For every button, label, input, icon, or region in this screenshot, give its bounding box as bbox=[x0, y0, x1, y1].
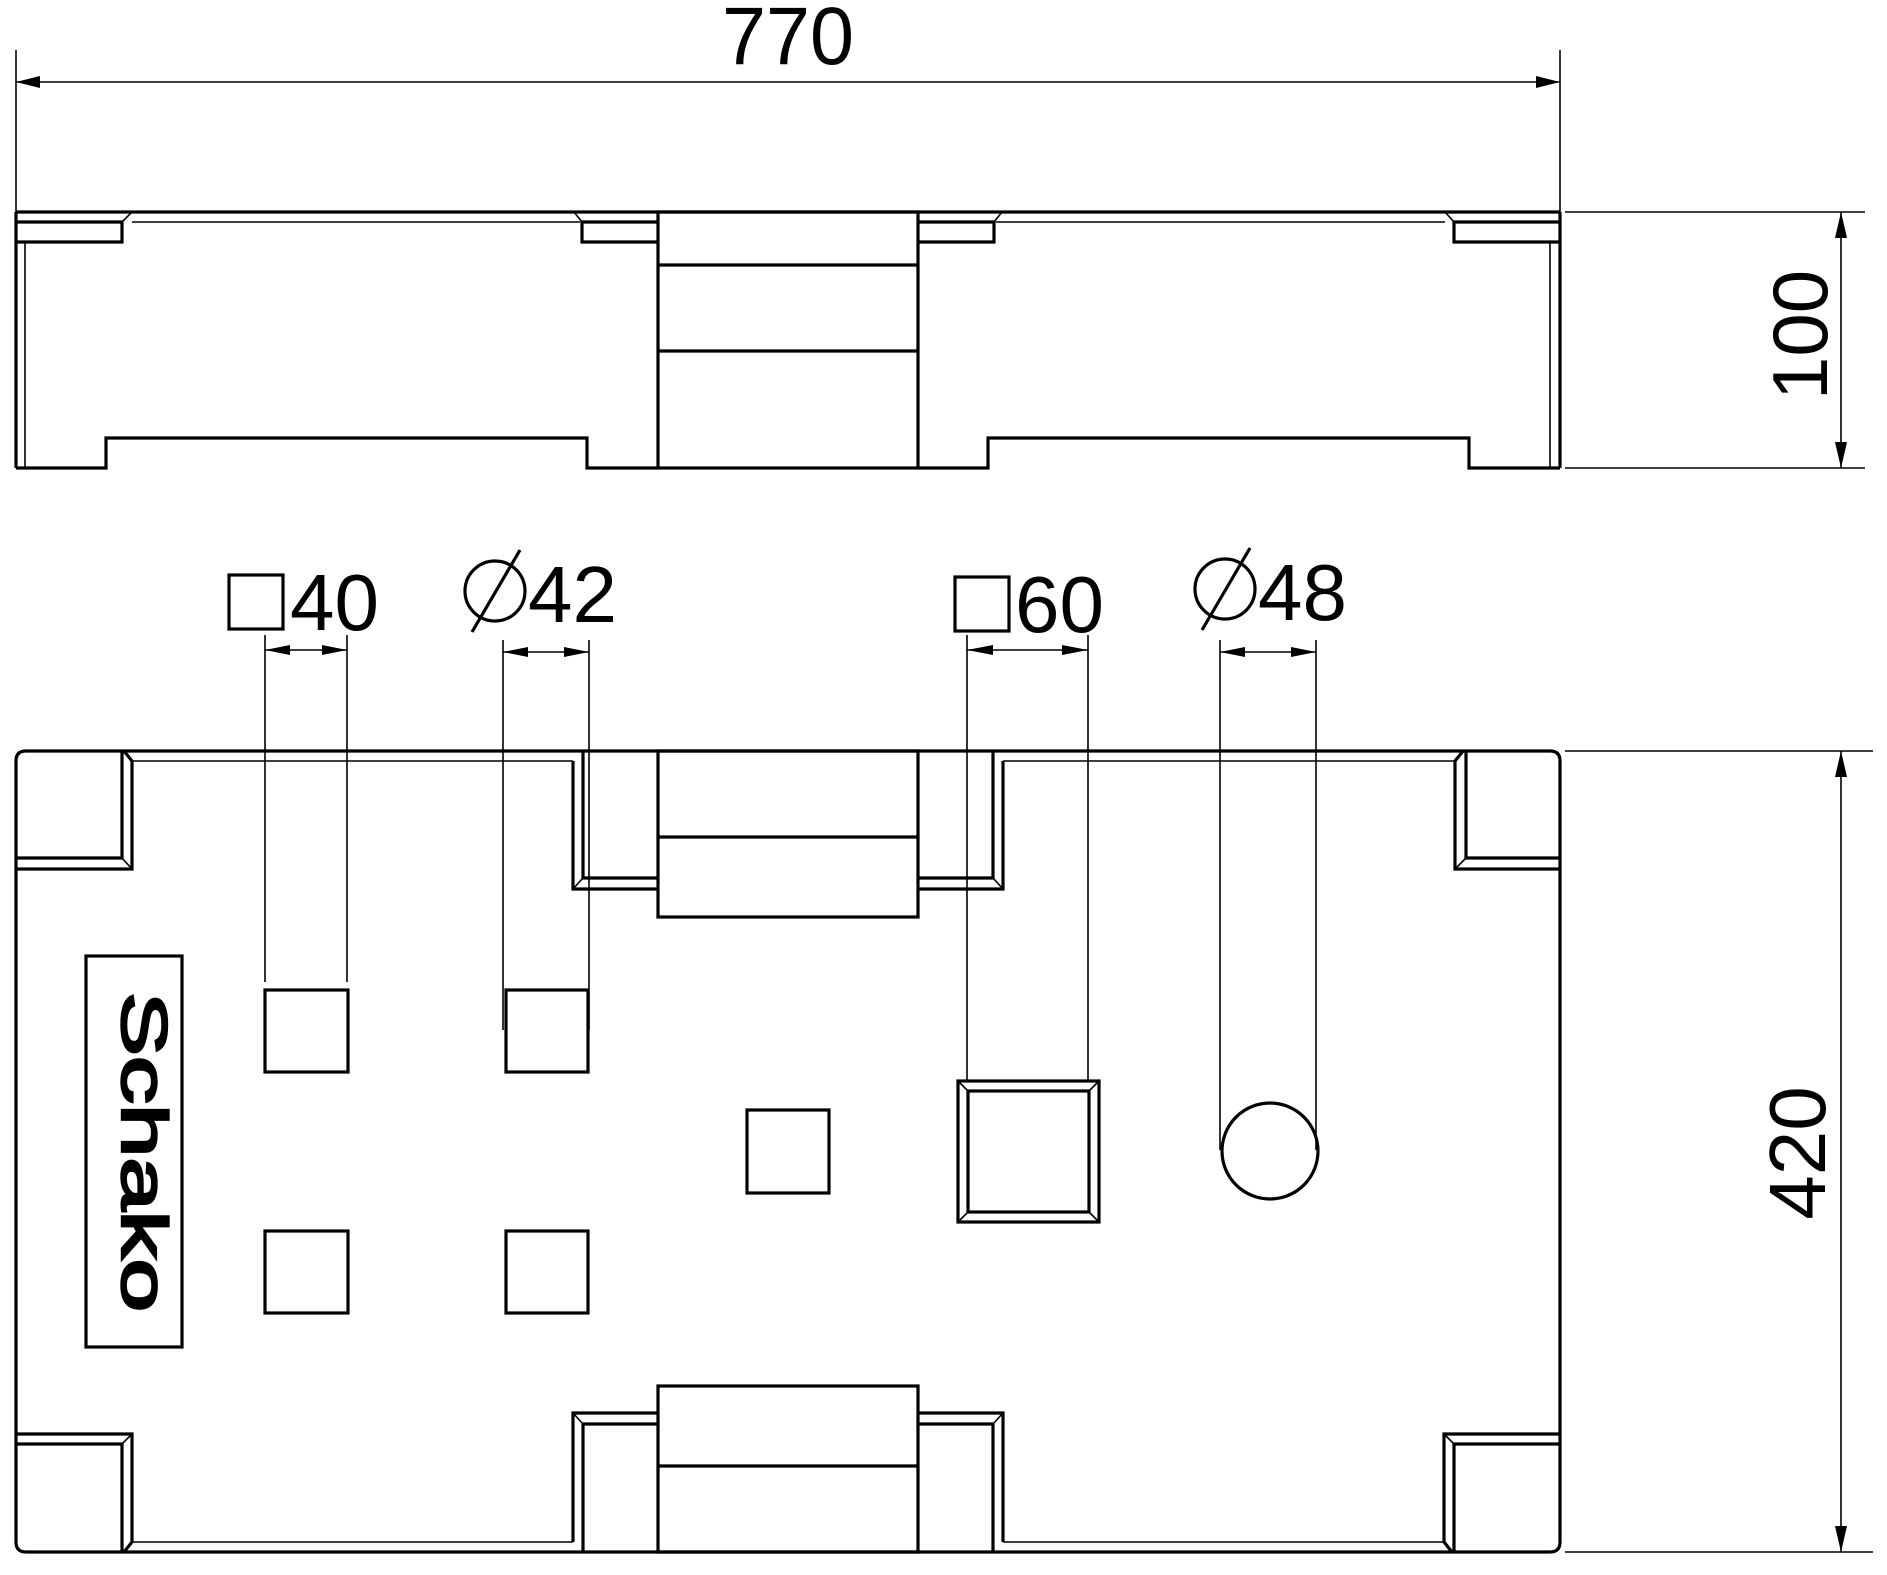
slot-top-center bbox=[571, 749, 1005, 919]
hole-grid bbox=[263, 988, 831, 1315]
arrow-up-icon bbox=[1835, 212, 1847, 238]
corner-block-top-right bbox=[1453, 750, 1560, 871]
square-hole bbox=[504, 988, 590, 1074]
arrow-right-icon bbox=[1536, 76, 1560, 88]
dimension-depth: 420 bbox=[1565, 750, 1873, 1553]
arrow-down-icon bbox=[1835, 442, 1847, 468]
logo-plate: Schako bbox=[84, 954, 184, 1349]
callout-label-60: 60 bbox=[1015, 560, 1104, 649]
center-block-bottom bbox=[656, 1384, 920, 1554]
square-hole bbox=[504, 1229, 590, 1315]
corner-block-top-left bbox=[16, 750, 134, 871]
square-hole bbox=[263, 1229, 350, 1315]
dimension-label-420: 420 bbox=[1753, 1086, 1842, 1219]
callout-label-40: 40 bbox=[290, 558, 379, 647]
side-view: 770 bbox=[14, 0, 1865, 470]
square-hole bbox=[263, 988, 350, 1074]
dimension-label-100: 100 bbox=[1756, 270, 1844, 400]
plan-outline bbox=[14, 749, 1562, 1554]
callout-diameter-48: 48 bbox=[1193, 547, 1347, 1150]
plan-view: 40 42 60 bbox=[14, 547, 1873, 1554]
arrow-left-icon bbox=[16, 76, 40, 88]
dimension-width: 770 bbox=[15, 0, 1561, 212]
round-hole-48 bbox=[1220, 1101, 1320, 1201]
callout-diameter-42: 42 bbox=[463, 549, 617, 1030]
dimension-label-770: 770 bbox=[722, 0, 854, 82]
logo-text: Schako bbox=[108, 992, 180, 1312]
callout-label-42: 42 bbox=[528, 550, 617, 639]
corner-block-bottom-right bbox=[1442, 1432, 1560, 1553]
square-hole bbox=[745, 1108, 831, 1195]
slot-bottom-center bbox=[571, 1384, 1005, 1554]
corner-block-bottom-left bbox=[16, 1432, 134, 1553]
square-hole-60 bbox=[956, 1079, 1101, 1224]
dimension-height: 100 bbox=[1565, 211, 1865, 469]
side-view-body bbox=[14, 210, 1562, 470]
callout-label-48: 48 bbox=[1258, 548, 1347, 637]
center-block-top bbox=[656, 749, 920, 919]
arrow-down-icon bbox=[1835, 1526, 1847, 1552]
arrow-up-icon bbox=[1835, 751, 1847, 777]
callout-square-60: 60 bbox=[953, 560, 1104, 1082]
callout-square-40: 40 bbox=[227, 558, 379, 982]
